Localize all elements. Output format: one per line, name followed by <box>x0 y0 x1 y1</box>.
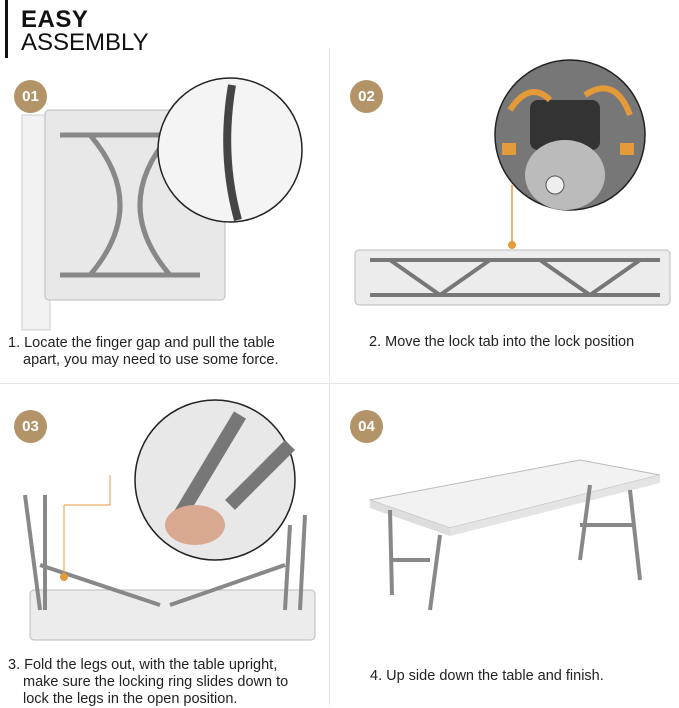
step-2-illustration <box>354 59 671 306</box>
vertical-divider <box>329 48 330 705</box>
caption-line: 4. Up side down the table and finish. <box>370 668 604 684</box>
title-accent-bar <box>5 0 8 58</box>
caption-line: lock the legs in the open position. <box>23 691 238 707</box>
step-badge-03: 03 <box>14 410 47 443</box>
step-badge-01: 01 <box>14 80 47 113</box>
caption-line: 2. Move the lock tab into the lock posit… <box>369 334 635 350</box>
caption-line: apart, you may need to use some force. <box>23 352 279 368</box>
caption-line: make sure the locking ring slides down t… <box>23 674 289 690</box>
step-1-caption: 1. Locate the finger gap and pull the ta… <box>8 335 279 369</box>
step-4-illustration <box>368 459 661 611</box>
caption-line: 3. Fold the legs out, with the table upr… <box>8 657 278 673</box>
horizontal-divider <box>0 383 679 384</box>
step-4-caption: 4. Up side down the table and finish. <box>370 668 604 685</box>
caption-line: 1. Locate the finger gap and pull the ta… <box>8 335 275 351</box>
step-3-illustration <box>23 399 316 641</box>
step-1-illustration <box>21 77 303 331</box>
step-badge-04: 04 <box>350 410 383 443</box>
step-badge-02: 02 <box>350 80 383 113</box>
step-3-caption: 3. Fold the legs out, with the table upr… <box>8 657 288 708</box>
title-light: ASSEMBLY <box>21 29 149 56</box>
step-2-caption: 2. Move the lock tab into the lock posit… <box>369 334 634 351</box>
title-bold: EASY <box>21 6 89 33</box>
